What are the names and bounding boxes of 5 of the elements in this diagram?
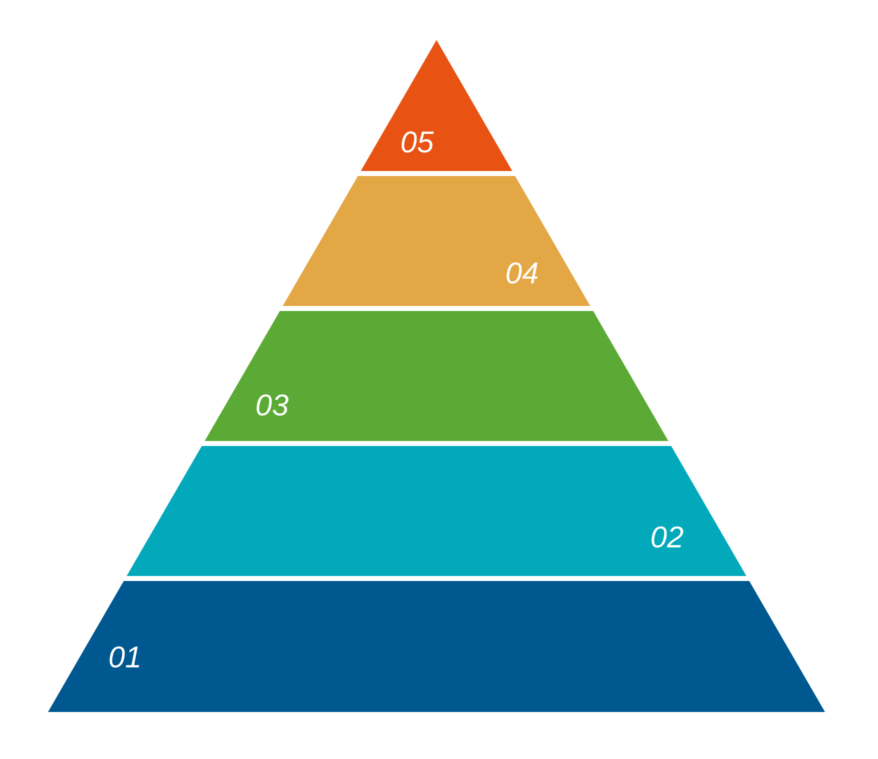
pyramid-level: 05 xyxy=(360,40,512,171)
pyramid-level: 03 xyxy=(204,311,668,441)
pyramid-level: 04 xyxy=(282,176,590,306)
pyramid-level: 02 xyxy=(126,446,746,576)
pyramid-level: 01 xyxy=(48,581,825,712)
